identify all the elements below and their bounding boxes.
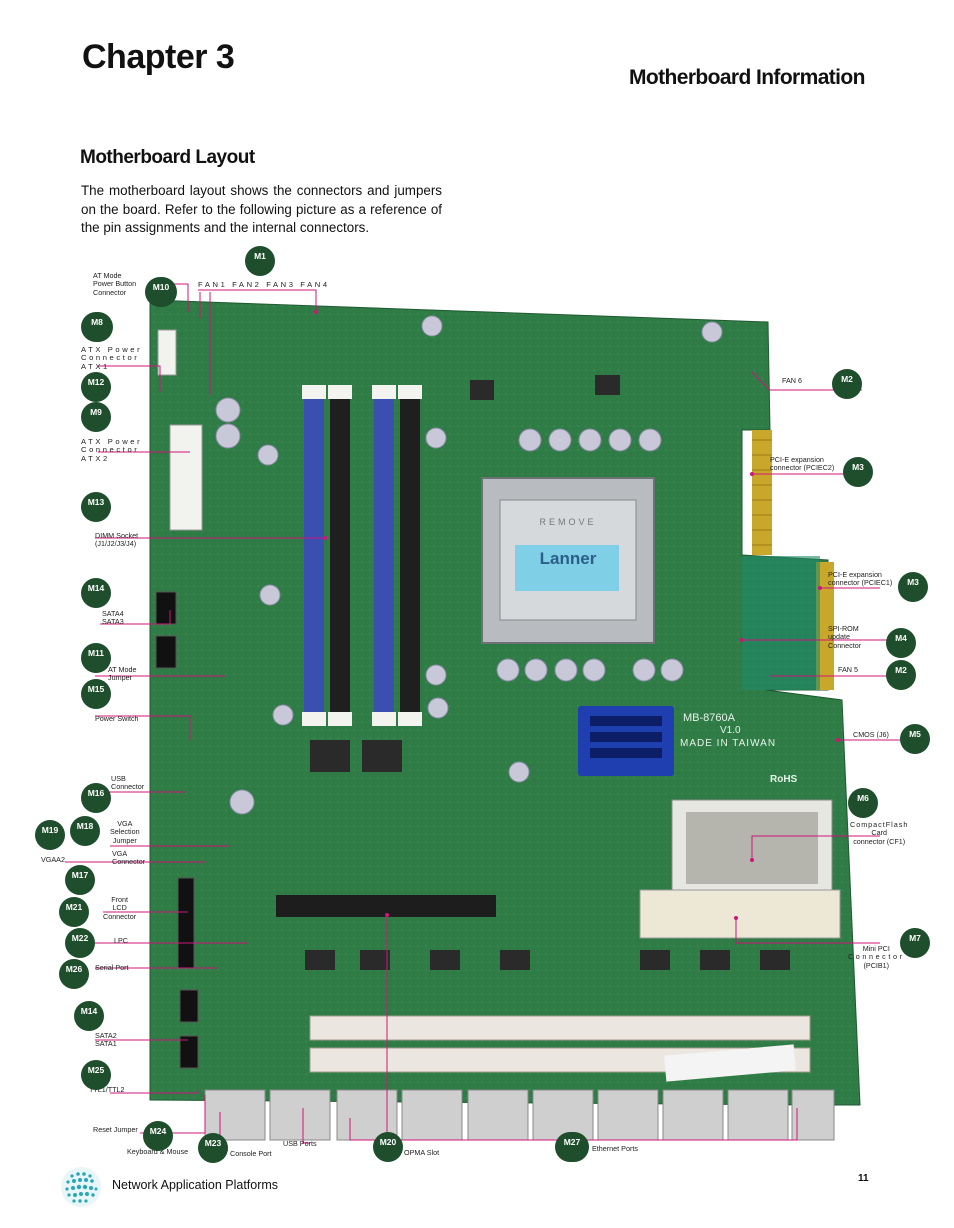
made-in-silk: MADE IN TAIWAN [680, 738, 776, 749]
badge-m21: M21 [59, 897, 89, 927]
lanner-globe-logo [61, 1167, 101, 1207]
label-opma-slot: OPMA Slot [404, 1148, 440, 1157]
badge-m1: M1 [245, 246, 275, 276]
label-fan6: FAN 6 [782, 376, 802, 385]
badge-m26: M26 [59, 959, 89, 989]
badge-m23: M23 [198, 1133, 228, 1163]
label-fans: FAN1 FAN2 FAN3 FAN4 [198, 280, 330, 289]
badge-m11: M11 [81, 643, 111, 673]
badge-m4: M4 [886, 628, 916, 658]
label-ttl: TTL1/TTL2 [89, 1085, 125, 1094]
label-lpc: LPC [114, 936, 128, 945]
badge-m15: M15 [81, 679, 111, 709]
badge-m22: M22 [65, 928, 95, 958]
badge-m5: M5 [900, 724, 930, 754]
page-number: 11 [858, 1173, 869, 1184]
label-keyboard-mouse: Keyboard & Mouse [127, 1147, 189, 1156]
label-ethernet-ports: Ethernet Ports [592, 1144, 638, 1153]
label-console-port: Console Port [230, 1149, 272, 1158]
badge-m25: M25 [81, 1060, 111, 1090]
label-serial-port: Serial Port [95, 963, 129, 972]
badge-m13: M13 [81, 492, 111, 522]
label-power-switch: Power Switch [95, 714, 139, 723]
intro-paragraph: The motherboard layout shows the connect… [81, 183, 442, 236]
footer-text: Network Application Platforms [112, 1178, 279, 1192]
version-silk: V1.0 [720, 725, 741, 736]
badge-m7: M7 [900, 928, 930, 958]
badge-m10: M10 [145, 277, 177, 307]
badge-m14-top: M14 [81, 578, 111, 608]
label-vgaa2: VGAA2 [41, 855, 65, 864]
badge-m27: M27 [555, 1132, 589, 1162]
badge-m2-top: M2 [832, 369, 862, 399]
badge-m17: M17 [65, 865, 95, 895]
label-cmos: CMOS (J6) [853, 730, 889, 739]
badge-m12: M12 [81, 372, 111, 402]
badge-m19: M19 [35, 820, 65, 850]
badge-m2-bottom: M2 [886, 660, 916, 690]
section-title: Motherboard Information [629, 66, 865, 89]
label-dimm: DIMM Socket(J1/J2/J3/J4) [95, 531, 139, 549]
rohs-silk: RoHS [770, 774, 798, 785]
remove-silk: REMOVE [539, 517, 596, 527]
badge-m3-top: M3 [843, 457, 873, 487]
badge-m8: M8 [81, 312, 113, 342]
brand-silk: Lanner [540, 549, 597, 568]
chapter-heading: Chapter 3 [82, 38, 235, 76]
label-fan5: FAN 5 [838, 665, 858, 674]
badge-m16: M16 [81, 783, 111, 813]
layout-title: Motherboard Layout [80, 147, 255, 168]
badge-m9: M9 [81, 402, 111, 432]
label-usb-ports: USB Ports [283, 1139, 317, 1148]
model-silk: MB-8760A [683, 712, 736, 724]
badge-m24: M24 [143, 1121, 173, 1151]
badge-m3-bottom: M3 [898, 572, 928, 602]
badge-m6: M6 [848, 788, 878, 818]
label-reset-jumper: Reset Jumper [93, 1125, 138, 1134]
badge-m14-bottom: M14 [74, 1001, 104, 1031]
badge-m18: M18 [70, 816, 100, 846]
badge-m20: M20 [373, 1132, 403, 1162]
